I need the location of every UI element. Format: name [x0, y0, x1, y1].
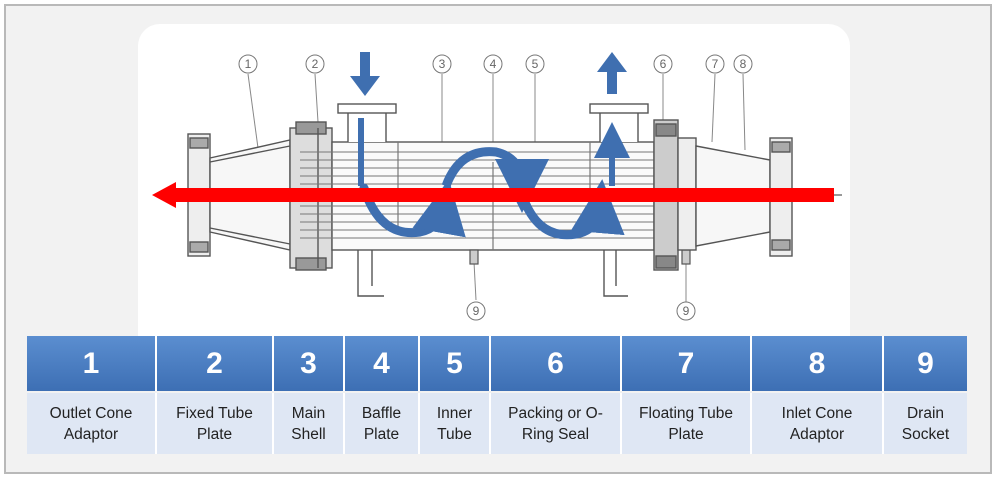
legend-cell-5: 5 Inner Tube — [420, 336, 491, 454]
legend-label: Baffle Plate — [345, 393, 420, 454]
legend-number: 5 — [420, 336, 491, 391]
callout-3: 3 — [439, 57, 446, 71]
legend-number: 3 — [274, 336, 345, 391]
legend-label: Inlet Cone Adaptor — [752, 393, 884, 454]
legend-cell-3: 3 Main Shell — [274, 336, 345, 454]
legend-number: 2 — [157, 336, 274, 391]
parts-legend: 1 Outlet Cone Adaptor 2 Fixed Tube Plate… — [27, 336, 967, 454]
legend-number: 4 — [345, 336, 420, 391]
callout-labels — [238, 54, 753, 321]
callout-7: 7 — [712, 57, 719, 71]
legend-number: 1 — [27, 336, 157, 391]
legend-cell-8: 8 Inlet Cone Adaptor — [752, 336, 884, 454]
legend-cell-1: 1 Outlet Cone Adaptor — [27, 336, 157, 454]
legend-number: 7 — [622, 336, 752, 391]
shell-side-flow — [350, 52, 630, 240]
callout-6: 6 — [660, 57, 667, 71]
legend-number: 6 — [491, 336, 622, 391]
legend-cell-7: 7 Floating Tube Plate — [622, 336, 752, 454]
callout-9b: 9 — [683, 304, 690, 318]
legend-label: Inner Tube — [420, 393, 491, 454]
legend-cell-6: 6 Packing or O-Ring Seal — [491, 336, 622, 454]
callout-2: 2 — [312, 57, 319, 71]
legend-cell-4: 4 Baffle Plate — [345, 336, 420, 454]
legend-label: Fixed Tube Plate — [157, 393, 274, 454]
legend-label: Floating Tube Plate — [622, 393, 752, 454]
callout-8: 8 — [740, 57, 747, 71]
callout-5: 5 — [532, 57, 539, 71]
legend-cell-2: 2 Fixed Tube Plate — [157, 336, 274, 454]
legend-number: 9 — [884, 336, 967, 391]
legend-label: Main Shell — [274, 393, 345, 454]
callout-9: 9 — [473, 304, 480, 318]
legend-label: Packing or O-Ring Seal — [491, 393, 622, 454]
tube-side-flow-arrow — [152, 182, 842, 208]
legend-cell-9: 9 Drain Socket — [884, 336, 967, 454]
legend-number: 8 — [752, 336, 884, 391]
legend-label: Drain Socket — [884, 393, 967, 454]
callout-4: 4 — [490, 57, 497, 71]
callout-1: 1 — [245, 57, 252, 71]
legend-label: Outlet Cone Adaptor — [27, 393, 157, 454]
